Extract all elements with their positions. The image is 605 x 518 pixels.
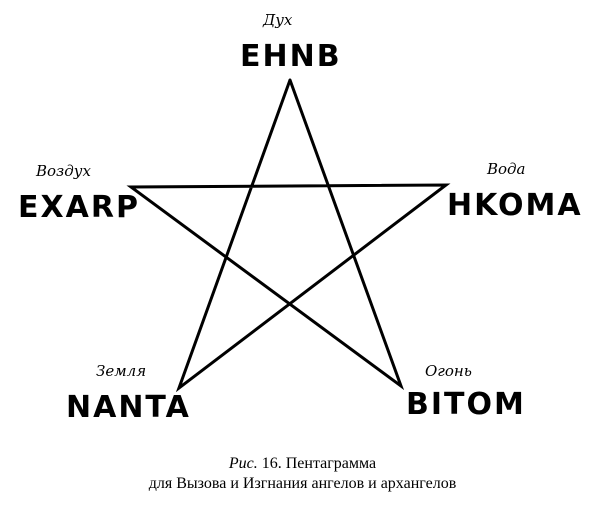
name-air: EXARP bbox=[18, 190, 140, 225]
figure-caption-line1: Рис. 16. Пентаграмма bbox=[0, 456, 605, 472]
pentagram-star bbox=[126, 78, 451, 393]
name-water: HKOMA bbox=[447, 188, 583, 223]
caption-prefix: Рис. bbox=[228, 455, 258, 472]
label-air: Воздух bbox=[36, 162, 91, 180]
name-fire: BITOM bbox=[406, 387, 526, 422]
label-water: Вода bbox=[487, 160, 526, 178]
figure-caption-line2: для Вызова и Изгнания ангелов и архангел… bbox=[148, 475, 457, 492]
name-earth: NANTA bbox=[66, 390, 191, 425]
label-fire: Огонь bbox=[425, 362, 472, 380]
label-spirit: Дух bbox=[263, 11, 293, 29]
caption-title: 16. Пентаграмма bbox=[261, 455, 377, 472]
label-earth: Земля bbox=[96, 362, 147, 380]
name-spirit: EHNB bbox=[240, 39, 342, 74]
